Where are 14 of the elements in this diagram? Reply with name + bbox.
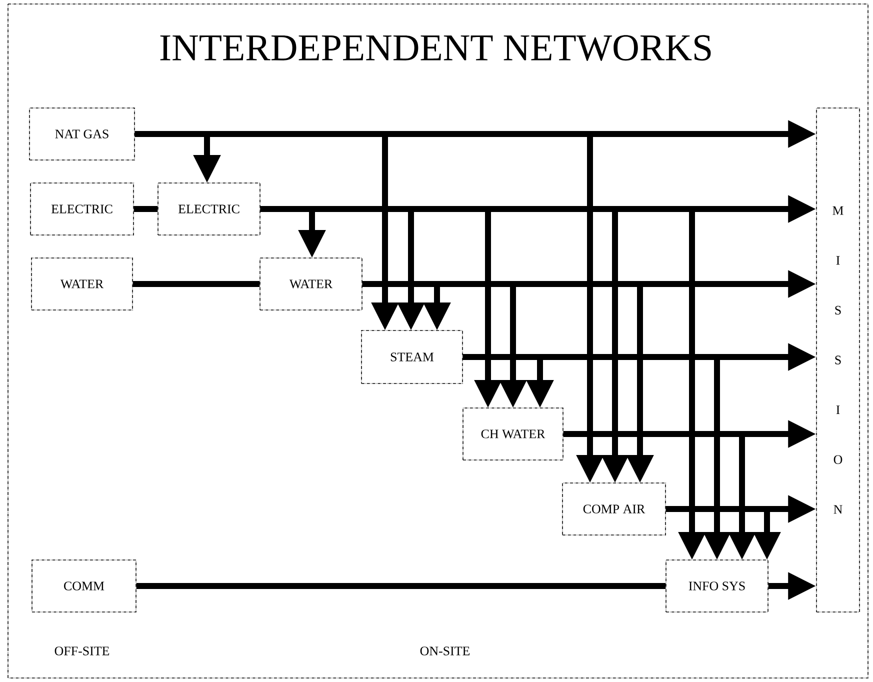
process-box: COMM bbox=[32, 560, 136, 612]
process-box: ELECTRIC bbox=[30, 182, 134, 236]
process-box: INFO SYS bbox=[666, 560, 768, 612]
region-label: OFF-SITE bbox=[54, 646, 110, 656]
process-box: WATER bbox=[260, 258, 362, 310]
mission-box: M I S S I O N bbox=[816, 108, 860, 612]
process-box: ELECTRIC bbox=[158, 182, 260, 236]
title: INTERDEPENDENT NETWORKS bbox=[160, 35, 711, 61]
process-box: WATER bbox=[31, 258, 133, 310]
process-box: CH WATER bbox=[462, 408, 564, 460]
region-label: ON-SITE bbox=[420, 646, 470, 656]
process-box: COMP AIR bbox=[562, 482, 666, 536]
process-box: NAT GAS bbox=[29, 108, 135, 160]
process-box: STEAM bbox=[361, 330, 463, 384]
